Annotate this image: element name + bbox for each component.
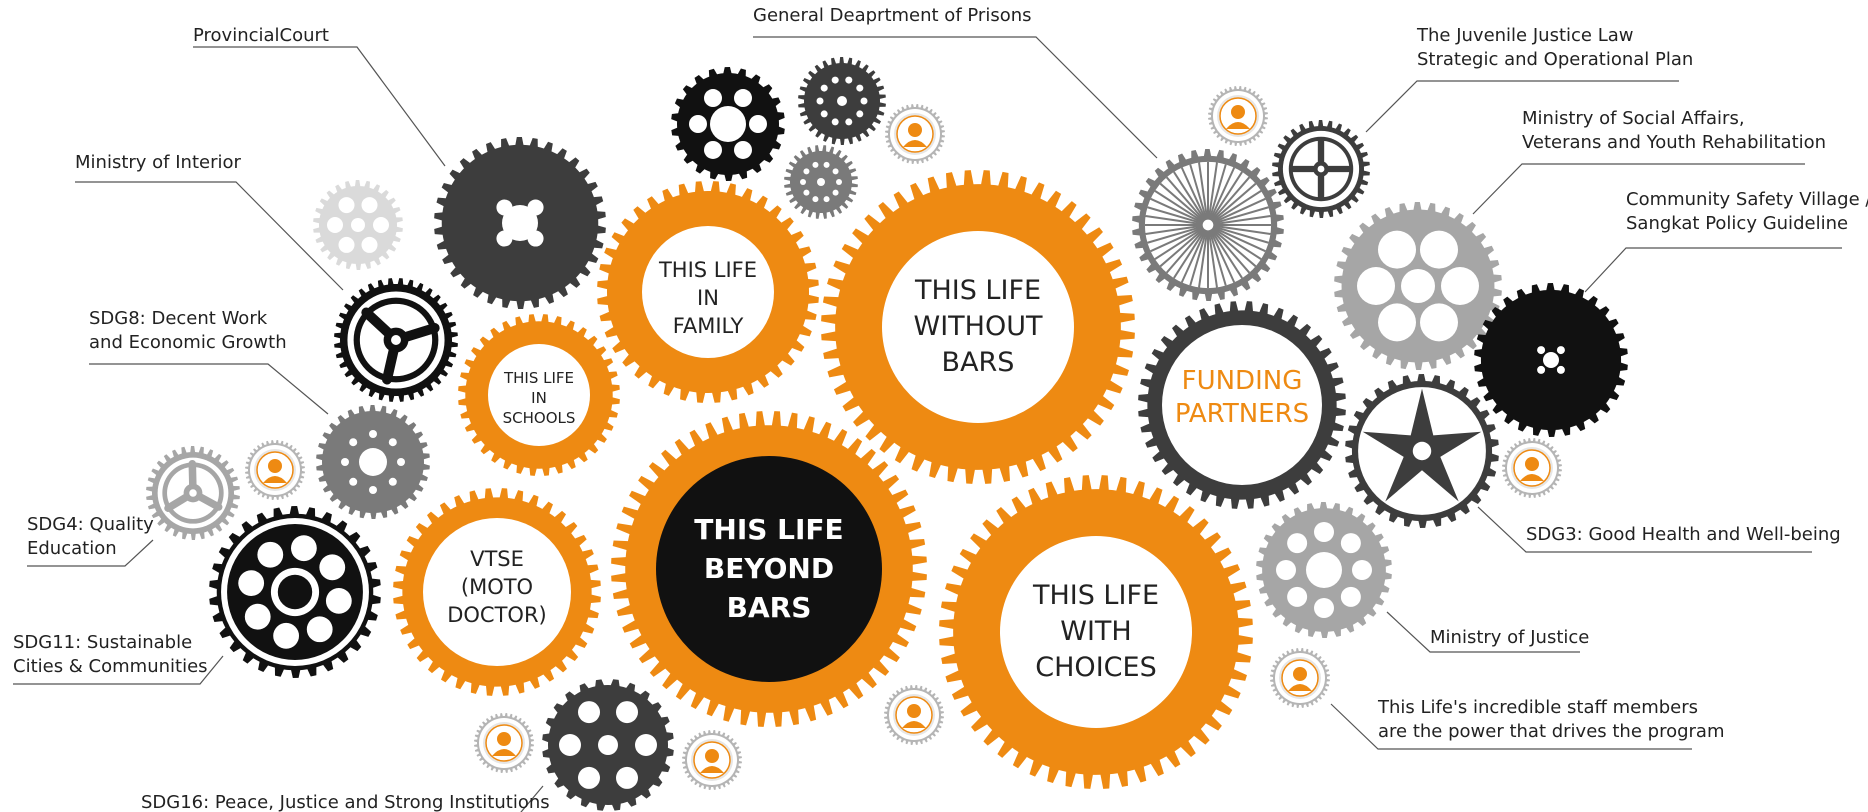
gear-layer (146, 57, 1628, 811)
vtse-line-2: (MOTO (461, 575, 533, 599)
with-choices-line-2: WITH (1060, 616, 1131, 647)
gear-label-schools: THIS LIFE IN SCHOOLS (503, 369, 576, 427)
leader-interior (75, 181, 344, 291)
label-community-line-2: Sangkat Policy Guideline (1626, 213, 1848, 234)
beyond-bars-line-1: THIS LIFE (694, 513, 843, 546)
person-icon-center (884, 685, 944, 745)
label-juvenile-line-1: The Juvenile Justice Law (1416, 25, 1633, 46)
person-icon-sdg8 (245, 440, 305, 500)
vtse-line-3: DOCTOR) (447, 603, 547, 627)
gear-orange-beyond-bars (611, 411, 927, 727)
gear-dark-sdg3 (1345, 374, 1499, 528)
leader-sdg11 (13, 655, 224, 685)
gear-mid-prisons (1132, 149, 1284, 301)
gear-light-justice (1256, 502, 1392, 638)
gear-mid-sdg8 (316, 405, 430, 519)
funding-line-2: PARTNERS (1175, 399, 1309, 429)
person-icon-juvenile (1208, 86, 1268, 146)
leader-justice (1386, 611, 1580, 653)
gear-black-interior (334, 278, 458, 402)
schools-line-3: SCHOOLS (503, 409, 576, 427)
gear-pale-top-left (313, 180, 403, 270)
gear-light-social (1334, 202, 1502, 370)
leader-community (1584, 247, 1842, 293)
beyond-bars-line-2: BEYOND (704, 552, 834, 585)
label-justice: Ministry of Justice (1430, 627, 1589, 648)
leader-lines (13, 36, 1842, 812)
without-bars-line-1: THIS LIFE (914, 275, 1041, 306)
family-line-2: IN (697, 286, 719, 310)
without-bars-line-2: WITHOUT (914, 311, 1043, 342)
gear-dark-juvenile (1272, 120, 1370, 218)
schools-line-2: IN (531, 389, 547, 407)
gear-orange-schools (458, 314, 620, 476)
leader-social (1472, 163, 1805, 215)
leader-provincial (193, 46, 446, 167)
label-sdg3: SDG3: Good Health and Well-being (1526, 524, 1841, 545)
label-sdg8-line-1: SDG8: Decent Work (89, 308, 268, 329)
label-staff-line-1: This Life's incredible staff members (1377, 697, 1698, 718)
gear-black-sdg11 (209, 506, 381, 678)
gear-label-without-bars: THIS LIFE WITHOUT BARS (914, 275, 1043, 378)
gear-black-community (1474, 283, 1628, 437)
label-sdg16: SDG16: Peace, Justice and Strong Institu… (141, 792, 550, 812)
gear-dark-provincial (434, 137, 606, 309)
gear-label-with-choices: THIS LIFE WITH CHOICES (1032, 580, 1159, 683)
person-icon-sdg16-left (474, 713, 534, 773)
gear-dark-sdg16 (542, 679, 674, 811)
beyond-bars-line-3: BARS (727, 591, 812, 624)
vtse-line-1: VTSE (470, 547, 524, 571)
label-prisons: General Deaprtment of Prisons (753, 5, 1032, 26)
person-icon-staff (1270, 648, 1330, 708)
label-sdg4-line-1: SDG4: Quality (27, 514, 154, 535)
gear-orange-family (597, 181, 819, 403)
label-provincial-court: ProvincialCourt (193, 25, 329, 46)
gear-orange-without-bars (821, 170, 1135, 484)
with-choices-line-1: THIS LIFE (1032, 580, 1159, 611)
gear-label-vtse: VTSE (MOTO DOCTOR) (447, 547, 547, 627)
person-icon-top (885, 104, 945, 164)
person-icon-sdg16-right (682, 730, 742, 790)
gear-orange-with-choices (939, 475, 1253, 789)
label-social-affairs-line-2: Veterans and Youth Rehabilitation (1522, 132, 1826, 153)
label-interior: Ministry of Interior (75, 152, 241, 173)
gear-orange-vtse (393, 488, 601, 696)
label-juvenile-line-2: Strategic and Operational Plan (1417, 49, 1693, 70)
gear-label-family: THIS LIFE IN FAMILY (658, 258, 757, 338)
label-sdg4-line-2: Education (27, 538, 117, 559)
label-sdg11-line-1: SDG11: Sustainable (13, 632, 192, 653)
leader-prisons (753, 36, 1158, 159)
label-sdg11-line-2: Cities & Communities (13, 656, 208, 677)
without-bars-line-3: BARS (942, 347, 1015, 378)
with-choices-line-3: CHOICES (1035, 652, 1156, 683)
leader-sdg16 (520, 785, 544, 812)
gear-light-sdg4 (146, 446, 240, 540)
gear-black-top-1 (671, 67, 785, 181)
label-community-line-1: Community Safety Village / (1626, 189, 1868, 210)
funding-line-1: FUNDING (1182, 366, 1303, 396)
label-sdg8-line-2: and Economic Growth (89, 332, 287, 353)
leader-sdg4 (27, 539, 154, 567)
schools-line-1: THIS LIFE (503, 369, 574, 387)
gear-mid-top-3 (784, 145, 858, 219)
leader-juvenile (1365, 80, 1679, 133)
leader-sdg8 (89, 363, 329, 415)
label-social-affairs-line-1: Ministry of Social Affairs, (1522, 108, 1745, 129)
gear-dark-top-2 (798, 57, 886, 145)
family-line-1: THIS LIFE (658, 258, 757, 282)
family-line-3: FAMILY (673, 314, 744, 338)
label-staff-line-2: are the power that drives the program (1378, 721, 1724, 742)
leader-sdg3 (1477, 506, 1812, 553)
gear-label-beyond-bars: THIS LIFE BEYOND BARS (694, 513, 843, 624)
gear-dark-funding (1138, 301, 1346, 509)
leader-staff (1330, 703, 1692, 750)
person-icon-sdg3 (1502, 438, 1562, 498)
gear-label-funding: FUNDING PARTNERS (1175, 366, 1309, 429)
